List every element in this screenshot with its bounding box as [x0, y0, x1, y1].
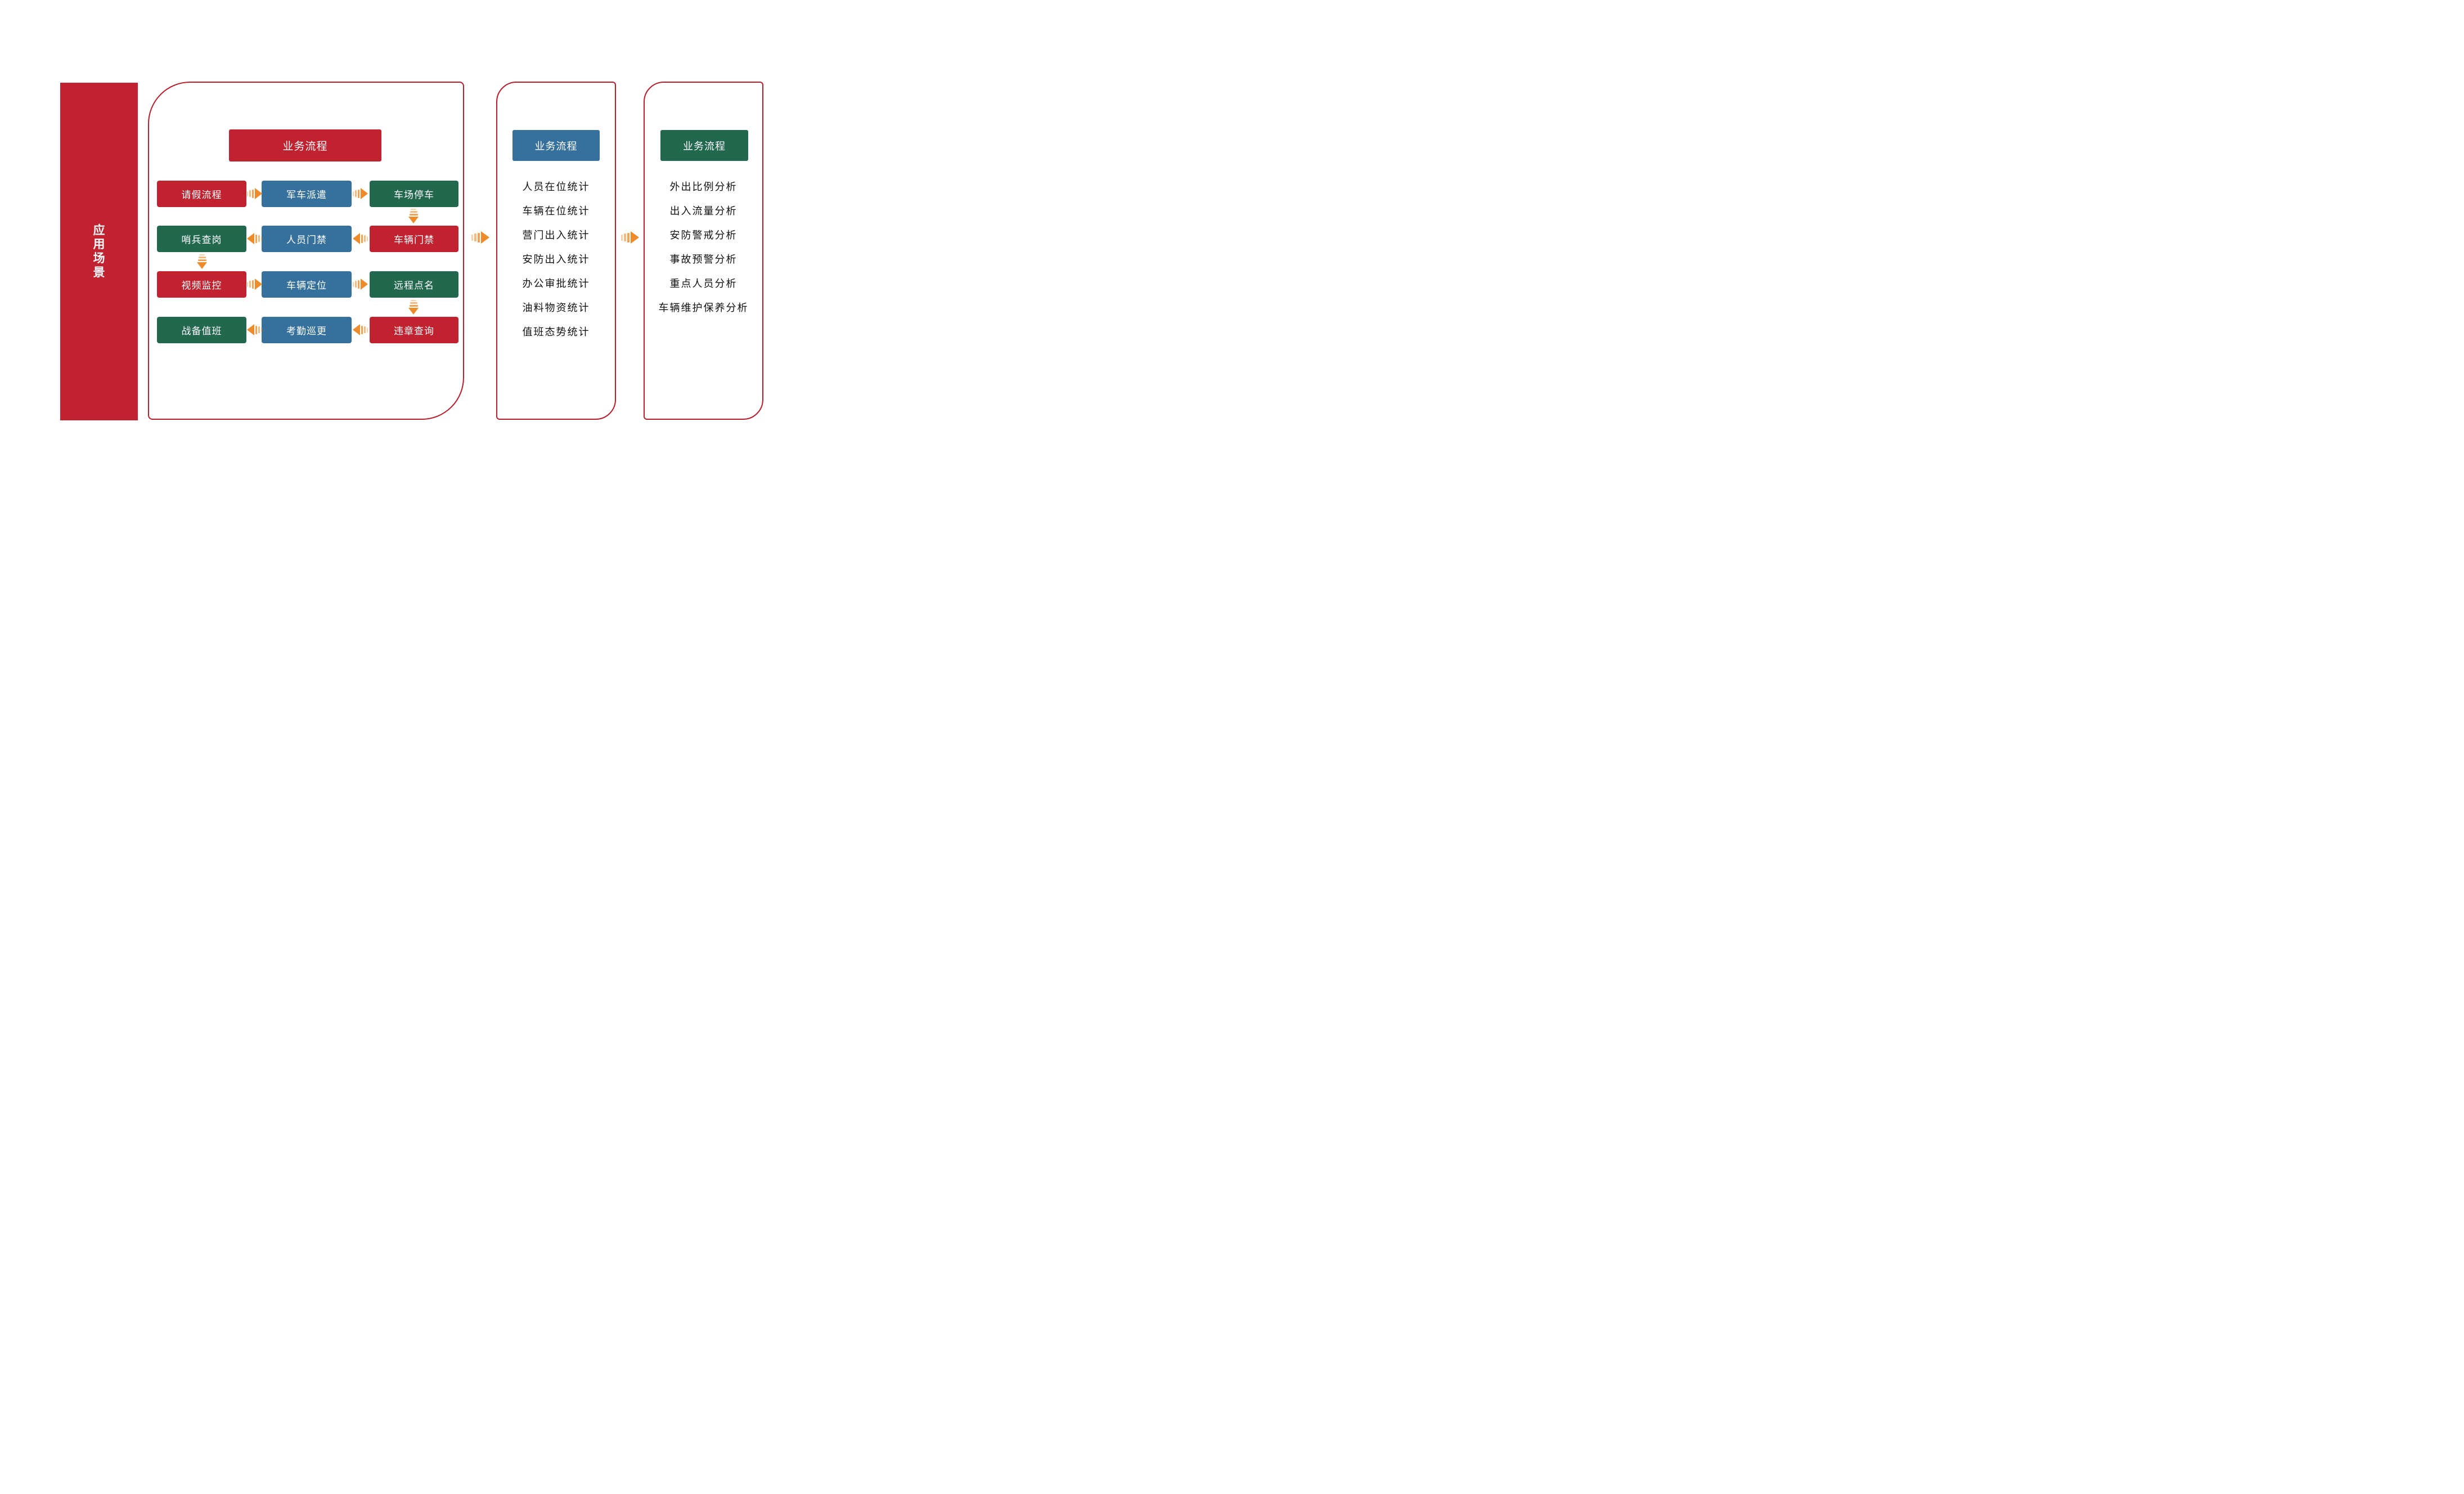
left-bar-char: 用	[93, 238, 105, 251]
list-item: 油料物资统计	[522, 302, 590, 313]
analysis-list: 外出比例分析 出入流量分析 安防警戒分析 事故预警分析 重点人员分析 车辆维护保…	[645, 175, 762, 320]
panel1-header: 业务流程	[229, 129, 381, 161]
panel-connector-right-arrow-icon	[621, 231, 639, 244]
left-bar-char: 场	[93, 252, 105, 265]
list-item: 安防警戒分析	[669, 230, 738, 241]
left-arrow-icon	[353, 233, 368, 244]
flow-node: 人员门禁	[262, 226, 352, 252]
left-arrow-icon	[247, 324, 262, 335]
application-scenarios-bar: 应 用 场 景	[60, 83, 138, 420]
panel2-header: 业务流程	[512, 130, 600, 161]
left-arrow-icon	[353, 324, 368, 335]
panel3-header: 业务流程	[660, 130, 748, 161]
left-arrow-icon	[247, 233, 262, 244]
left-bar-char: 应	[93, 224, 105, 237]
list-item: 营门出入统计	[522, 230, 590, 241]
flow-node: 考勤巡更	[262, 317, 352, 343]
flow-node: 哨兵查岗	[157, 226, 246, 252]
right-arrow-icon	[247, 188, 262, 199]
list-item: 人员在位统计	[522, 181, 590, 192]
flow-node: 违章查询	[370, 317, 458, 343]
left-bar-char: 景	[93, 266, 105, 279]
list-item: 车辆在位统计	[522, 205, 590, 217]
flow-node: 战备值班	[157, 317, 246, 343]
flow-node: 远程点名	[370, 271, 458, 298]
list-item: 办公审批统计	[522, 278, 590, 289]
list-item: 值班态势统计	[522, 326, 590, 338]
flow-node: 视频监控	[157, 271, 246, 298]
list-item: 安防出入统计	[522, 254, 590, 265]
statistics-list: 人员在位统计 车辆在位统计 营门出入统计 安防出入统计 办公审批统计 油料物资统…	[497, 175, 615, 344]
flow-node: 请假流程	[157, 181, 246, 207]
right-arrow-icon	[353, 188, 368, 199]
list-item: 出入流量分析	[669, 205, 738, 217]
flow-node: 军车派遣	[262, 181, 352, 207]
flow-node: 车辆定位	[262, 271, 352, 298]
list-item: 重点人员分析	[669, 278, 738, 289]
flow-node: 车辆门禁	[370, 226, 458, 252]
down-arrow-icon	[408, 209, 419, 223]
down-arrow-icon	[197, 254, 207, 269]
down-arrow-icon	[408, 300, 419, 315]
right-arrow-icon	[353, 279, 368, 290]
diagram-canvas: 应 用 场 景 人员在位统计 车辆在位统计 营门出入统计 安防出入统计 办公审批…	[0, 0, 821, 498]
list-item: 车辆维护保养分析	[658, 302, 749, 313]
right-arrow-icon	[247, 279, 262, 290]
flow-node: 车场停车	[370, 181, 458, 207]
panel-connector-right-arrow-icon	[471, 231, 489, 244]
list-item: 外出比例分析	[669, 181, 738, 192]
list-item: 事故预警分析	[669, 254, 738, 265]
